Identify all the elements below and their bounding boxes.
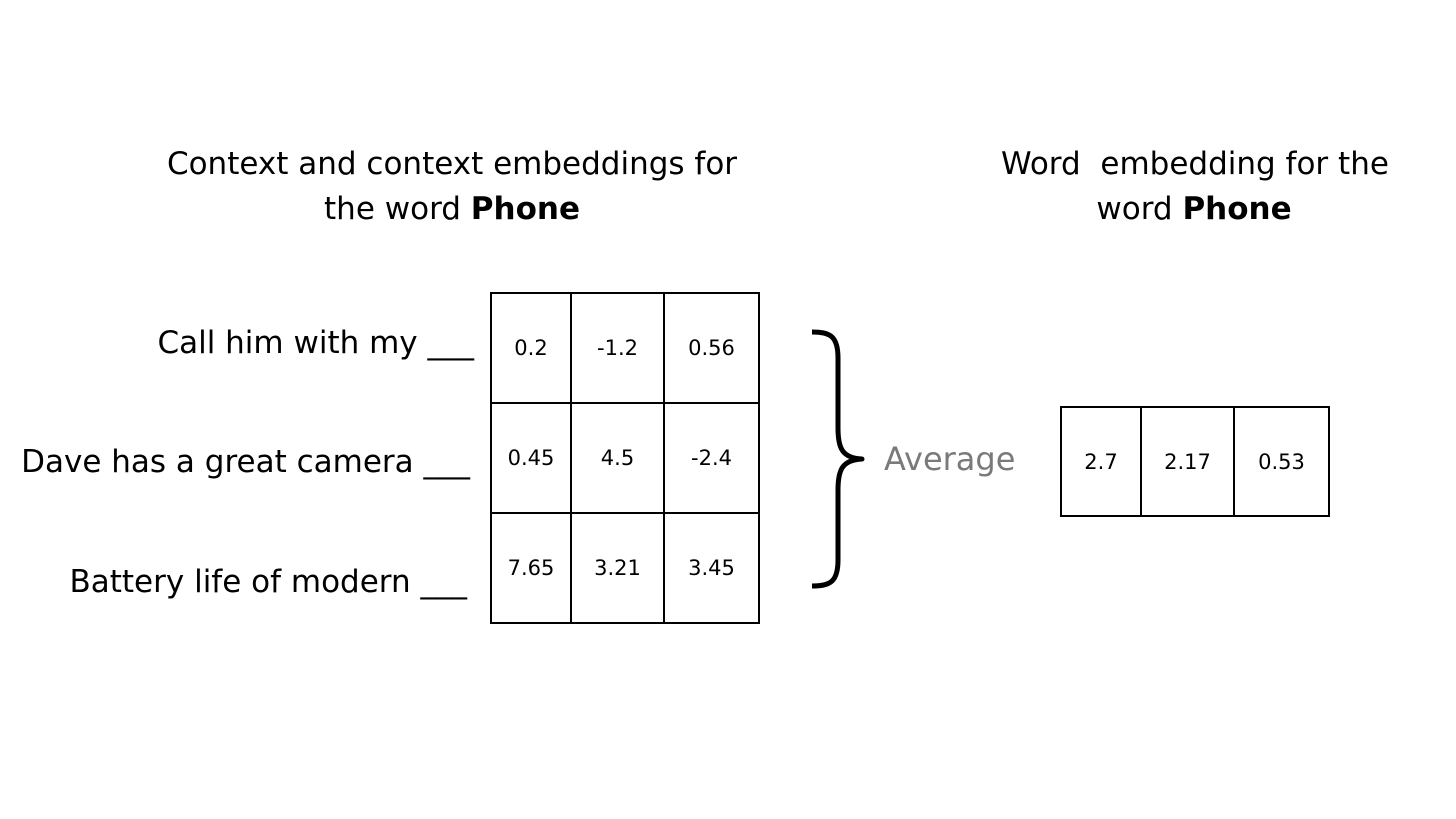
word-heading-prefix: word — [1096, 191, 1183, 227]
right-curly-brace-icon — [811, 329, 865, 589]
embedding-cell: 0.2 — [490, 292, 572, 404]
embedding-cell: 2.7 — [1060, 406, 1142, 517]
context-embedding-row-1: 0.2 -1.2 0.56 — [490, 292, 760, 404]
context-heading-prefix: the word — [324, 191, 471, 227]
embedding-cell: 3.45 — [663, 512, 760, 624]
embedding-cell: 2.17 — [1140, 406, 1235, 517]
embedding-cell: 7.65 — [490, 512, 572, 624]
word-embedding-heading: Word embedding for the word Phone — [1001, 142, 1389, 232]
context-heading-word: Phone — [470, 191, 580, 227]
context-embeddings-heading: Context and context embeddings for the w… — [150, 142, 754, 232]
embedding-cell: 0.45 — [490, 402, 572, 514]
word-heading-word: Phone — [1182, 191, 1292, 227]
context-heading-line1: Context and context embeddings for — [166, 146, 738, 182]
embedding-cell: -1.2 — [570, 292, 665, 404]
embedding-cell: -2.4 — [663, 402, 760, 514]
embedding-cell: 0.56 — [663, 292, 760, 404]
embedding-cell: 4.5 — [570, 402, 665, 514]
word-embedding-row: 2.7 2.17 0.53 — [1060, 406, 1330, 517]
context-embedding-row-3: 7.65 3.21 3.45 — [490, 512, 760, 624]
embedding-cell: 3.21 — [570, 512, 665, 624]
context-sentence-1: Call him with my ___ — [157, 325, 474, 361]
context-embedding-matrix: 0.2 -1.2 0.56 0.45 4.5 -2.4 7.65 3.21 3.… — [490, 292, 760, 624]
context-heading-line2: the word Phone — [150, 187, 754, 232]
word-heading-line2: word Phone — [1001, 187, 1387, 232]
context-sentence-2: Dave has a great camera ___ — [21, 444, 470, 480]
word-heading-line1: Word embedding for the — [1001, 146, 1389, 182]
context-embedding-row-2: 0.45 4.5 -2.4 — [490, 402, 760, 514]
word-embedding-vector: 2.7 2.17 0.53 — [1060, 406, 1330, 517]
context-sentence-3: Battery life of modern ___ — [69, 564, 467, 600]
embedding-cell: 0.53 — [1233, 406, 1330, 517]
average-operation-label: Average — [884, 440, 1016, 478]
